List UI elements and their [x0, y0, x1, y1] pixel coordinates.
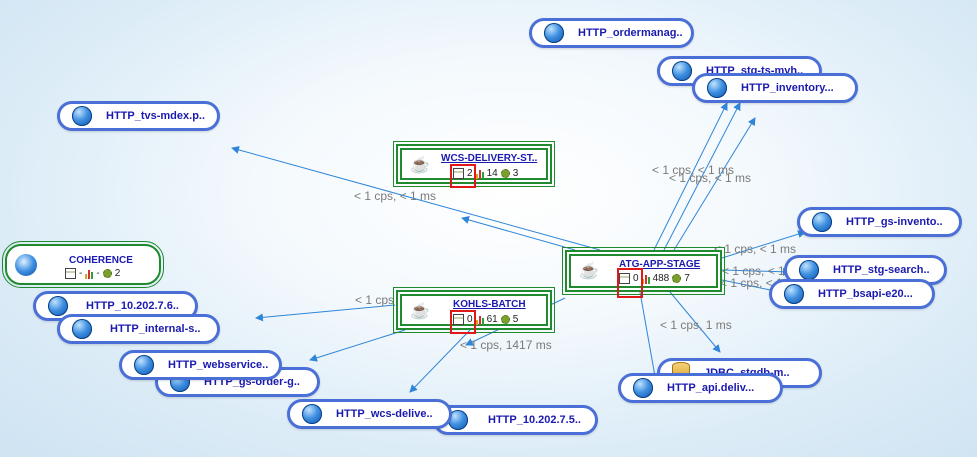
node-title: COHERENCE — [69, 255, 133, 266]
node-label: HTTP_internal-s.. — [110, 323, 201, 335]
node-http-ordermanag[interactable]: HTTP_ordermanag.. — [529, 18, 694, 48]
stat-c: 5 — [512, 314, 519, 325]
stat-a: 0 — [467, 314, 473, 325]
edge-kohls-internal — [255, 304, 396, 322]
node-title: KOHLS-BATCH — [453, 299, 526, 310]
gear-icon — [102, 269, 112, 278]
edge-atg-jdbc — [639, 291, 659, 383]
node-http-api-deliv[interactable]: HTTP_api.deliv... — [618, 373, 783, 403]
highlight-box — [450, 310, 476, 334]
java-icon: ☕ — [410, 303, 430, 320]
node-title: ATG-APP-STAGE — [619, 259, 701, 270]
java-icon: ☕ — [410, 157, 430, 174]
node-wcs-delivery[interactable]: ☕ WCS-DELIVERY-ST.. 2 14 3 — [393, 141, 555, 188]
edge-label: < 1 cps, < 1 ms — [652, 163, 734, 177]
node-label: HTTP_stg-search.. — [833, 264, 930, 276]
stat-a: - — [79, 268, 83, 279]
globe-icon — [784, 284, 804, 304]
edge-atg-stg-search — [721, 267, 791, 276]
node-label: HTTP_gs-invento.. — [846, 216, 943, 228]
edge-atg-api-deliv — [669, 291, 721, 353]
node-http-wcs-delive[interactable]: HTTP_wcs-delive.. — [287, 399, 452, 429]
globe-icon — [134, 355, 154, 375]
globe-icon — [633, 378, 653, 398]
node-label: HTTP_bsapi-e20... — [818, 288, 913, 300]
node-http-bsapi[interactable]: HTTP_bsapi-e20... — [769, 279, 935, 309]
node-stats: 0 61 5 — [453, 314, 518, 325]
table-icon — [619, 273, 630, 284]
node-http-inventory[interactable]: HTTP_inventory... — [692, 73, 858, 103]
edge-label: < 1 cps, 1417 ms — [460, 338, 552, 352]
node-http-gs-invento[interactable]: HTTP_gs-invento.. — [797, 207, 962, 237]
edge-atg-inventory — [673, 117, 756, 251]
globe-icon — [812, 212, 832, 232]
globe-icon — [799, 260, 819, 280]
java-icon: ☕ — [579, 263, 599, 280]
node-label: HTTP_ordermanag.. — [578, 27, 683, 39]
node-http-10-202-7-5[interactable]: HTTP_10.202.7.5.. — [433, 405, 598, 435]
node-label: HTTP_webservice.. — [168, 359, 269, 371]
edge-atg-stg-ts — [663, 102, 741, 251]
stat-c: 2 — [114, 268, 121, 279]
edge-label: < 1 cps — [355, 293, 394, 307]
stat-c: 7 — [684, 273, 690, 284]
node-http-tvs-mdex[interactable]: HTTP_tvs-mdex.p.. — [57, 101, 220, 131]
edge-atg-ordermanag — [653, 102, 728, 251]
globe-icon — [72, 319, 92, 339]
stat-a: 0 — [633, 273, 639, 284]
edge-atg-wcs — [461, 216, 576, 251]
node-label: HTTP_api.deliv... — [667, 382, 755, 394]
edge-label: < 1 cps, < 1 ms — [354, 189, 436, 203]
node-title: WCS-DELIVERY-ST.. — [441, 153, 538, 164]
edge-label: < 1 cps, < 1 ms — [714, 242, 796, 256]
node-atg-app-stage[interactable]: ☕ ATG-APP-STAGE 0 488 7 — [562, 247, 725, 298]
node-http-internal-s[interactable]: HTTP_internal-s.. — [57, 314, 220, 344]
highlight-box — [450, 164, 476, 188]
node-coherence[interactable]: COHERENCE - - 2 — [2, 241, 164, 288]
globe-icon — [672, 61, 692, 81]
node-label: HTTP_wcs-delive.. — [336, 408, 433, 420]
stat-b: - — [96, 268, 100, 279]
node-label: HTTP_10.202.7.6.. — [86, 300, 179, 312]
node-label: HTTP_tvs-mdex.p.. — [106, 110, 206, 122]
node-stats: 2 14 3 — [453, 168, 518, 179]
globe-icon — [448, 410, 468, 430]
globe-icon — [707, 78, 727, 98]
stat-c: 3 — [512, 168, 519, 179]
node-stats: - - 2 — [65, 268, 120, 279]
table-icon — [453, 168, 464, 179]
stat-a: 2 — [467, 168, 473, 179]
edge-label: < 1 cps, 1 ms — [660, 318, 732, 332]
cluster-icon — [15, 254, 37, 276]
node-kohls-batch[interactable]: ☕ KOHLS-BATCH 0 61 5 — [393, 287, 555, 334]
edge-kohls-wcs-delive — [409, 329, 471, 393]
bar-chart-icon — [475, 169, 484, 179]
gear-icon — [500, 169, 510, 178]
globe-icon — [72, 106, 92, 126]
node-label: HTTP_inventory... — [741, 82, 834, 94]
node-http-webservice[interactable]: HTTP_webservice.. — [119, 350, 282, 380]
stat-b: 488 — [652, 273, 670, 284]
globe-icon — [48, 296, 68, 316]
gear-icon — [500, 315, 510, 324]
globe-icon — [544, 23, 564, 43]
stat-b: 14 — [486, 168, 498, 179]
node-label: HTTP_10.202.7.5.. — [488, 414, 581, 426]
table-icon — [65, 268, 76, 279]
edge-label: < 1 cps, < 1 ms — [669, 171, 751, 185]
bar-chart-icon — [475, 315, 484, 325]
edge-atg-gs-invento — [721, 230, 806, 259]
gear-icon — [672, 274, 682, 283]
highlight-box — [617, 268, 643, 298]
table-icon — [453, 314, 464, 325]
edge-kohls-webservice — [309, 329, 406, 362]
stat-b: 61 — [486, 314, 498, 325]
bar-chart-icon — [85, 269, 94, 279]
globe-icon — [302, 404, 322, 424]
edge-atg-tvs — [231, 146, 601, 251]
edge-label: < 1 cps, < 1 — [722, 264, 785, 278]
